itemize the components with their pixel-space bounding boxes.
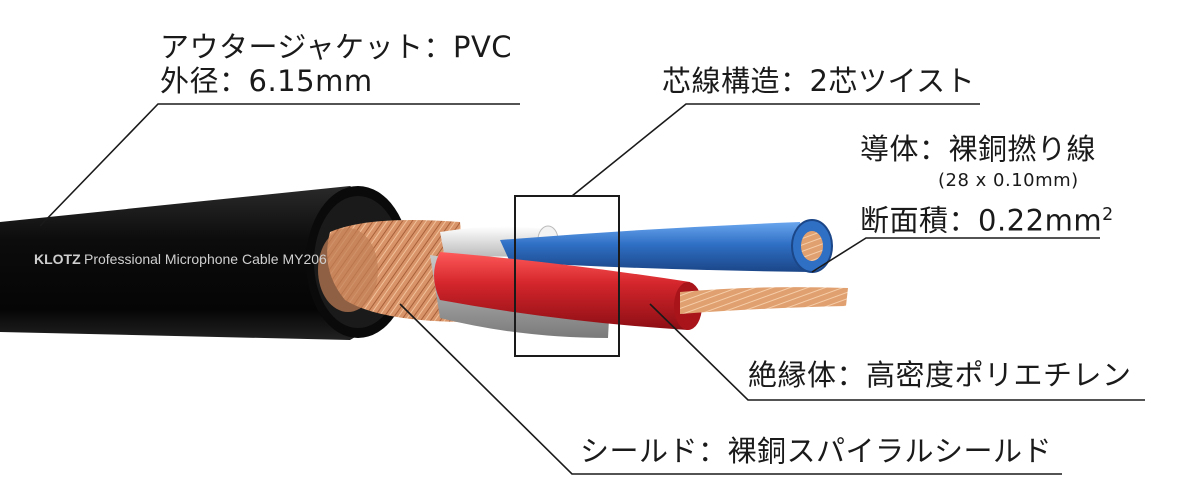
outer-diameter-label: 外径：6.15mm (160, 64, 373, 98)
leader-lines (39, 103, 1145, 475)
leader-core-structure (571, 103, 980, 197)
copper-conductor (680, 287, 848, 314)
cable-model-print: Professional Microphone Cable MY206 (84, 251, 327, 267)
cable-brand-print: KLOTZ (34, 251, 81, 267)
conductor-spec-label: (28 x 0.10mm) (938, 170, 1079, 191)
leader-jacket (39, 103, 520, 227)
leader-shield (399, 303, 1062, 475)
cross-section-text: 断面積：0.22mm (860, 203, 1103, 238)
leader-conductor (811, 237, 1100, 273)
red-core (434, 252, 848, 330)
cross-section-label: 断面積：0.22mm2 (860, 198, 1114, 238)
blue-core (500, 219, 833, 273)
leader-insulation (649, 303, 1145, 401)
core-highlight-box (514, 195, 620, 357)
outer-jacket-label: アウタージャケット：PVC (160, 30, 513, 64)
conductor-label: 導体：裸銅撚り線 (860, 132, 1097, 166)
core-structure-label: 芯線構造：2芯ツイスト (662, 64, 976, 98)
shield-braid (318, 219, 470, 322)
insulation-label: 絶縁体：高密度ポリエチレン (748, 358, 1132, 392)
shield-label: シールド：裸銅スパイラルシールド (580, 434, 1053, 468)
cross-section-superscript: 2 (1102, 205, 1114, 225)
